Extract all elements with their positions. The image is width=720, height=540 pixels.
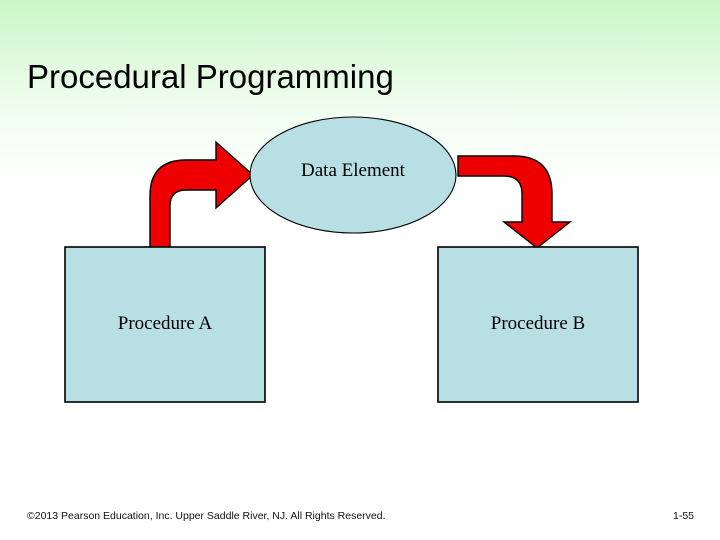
node-procedure-b [437, 246, 639, 403]
footer-copyright: ©2013 Pearson Education, Inc. Upper Sadd… [27, 510, 386, 522]
arrow-procedure-a-to-data-element [149, 140, 255, 249]
footer-page-number: 1-55 [672, 510, 694, 522]
arrow-data-element-to-procedure-b [457, 155, 573, 249]
node-data-element [249, 116, 457, 234]
node-procedure-a [64, 246, 266, 403]
page-title: Procedural Programming [27, 58, 394, 95]
